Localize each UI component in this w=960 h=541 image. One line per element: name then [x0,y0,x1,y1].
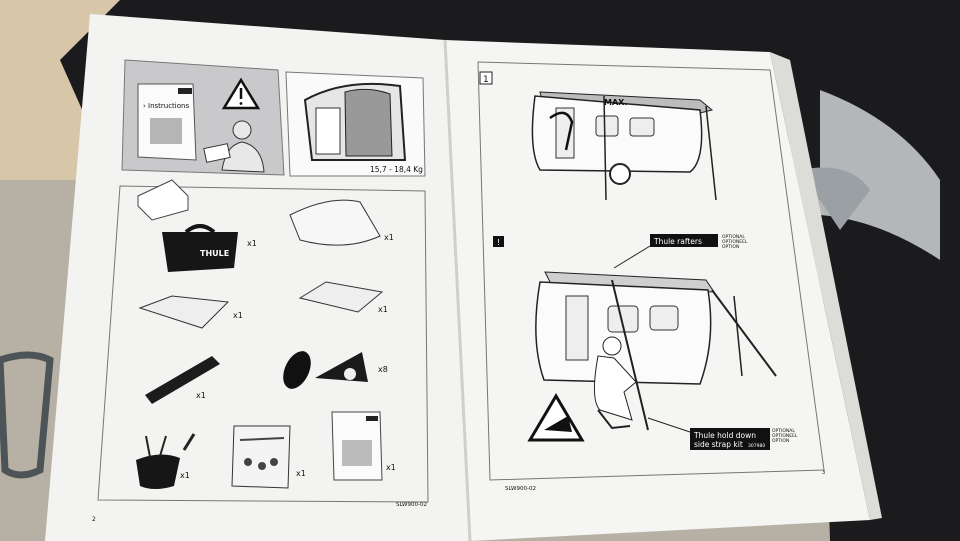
holddown-code: 307980 [748,443,765,449]
step-number: 1 [483,75,489,85]
hardware-part-3 [270,458,278,466]
left-page-number: 2 [92,516,96,523]
carry-bag-qty: x1 [247,239,257,248]
side-panel-qty: x1 [233,311,243,320]
rafters-leader [613,245,651,269]
step-number-box [479,71,493,85]
strap-loop [0,351,54,479]
caravan-door-top [555,107,575,159]
holddown-optional-fr: OPTION [772,438,789,444]
contents-panel [97,185,429,503]
clips-qty: x8 [378,365,388,374]
person-body [594,355,637,421]
holddown-optional-nl: OPTIONEEL [772,433,798,439]
caution-sign-symbol [544,416,572,432]
hardware-kit-qty: x1 [296,469,306,478]
holddown-label-box [690,428,770,450]
grey-fabric [820,90,940,260]
reading-person-head [232,120,252,140]
left-footer-code: SLW900-02 [396,502,427,508]
awning-weight: 15,7 - 18,4 Kg [370,165,423,174]
rafters-label-box [650,234,718,247]
note-icon-glyph: ! [497,238,500,247]
awning-door [344,88,393,157]
strap-illustration [145,356,220,404]
peg-2 [159,435,167,457]
manual-title: Instructions [148,102,189,110]
front-panel-qty: x1 [378,305,388,314]
peg-bag-illustration [136,454,180,489]
pole-4 [611,279,649,431]
peg-hook [182,433,196,451]
carry-bag-handle [184,224,216,234]
holddown-leader [647,417,691,433]
reading-book-icon [203,143,231,163]
manual-title-prefix: › [143,102,146,110]
caravan-window-1 [595,115,619,137]
manual-photo-small [342,440,372,466]
peg-1 [145,435,151,458]
hardware-kit-illustration [231,425,291,489]
right-footer-code: SLW900-02 [505,486,536,492]
front-panel-illustration [298,281,384,313]
note-icon [493,236,504,247]
pole-1 [603,95,607,201]
box-icon [137,179,189,221]
right-page-number: 3 [822,470,825,476]
max-label: MAX. [604,98,627,107]
hardware-part-2 [258,462,266,470]
person-legs [597,409,631,430]
manual-qty: x1 [386,463,396,472]
bag-brand-text: THULE [200,249,229,258]
rafters-optional-fr: OPTION [722,244,739,250]
rolled-awning-illustration [289,199,381,246]
caravan-door-bottom [565,295,589,361]
awning-window [315,107,341,155]
direction-arrow-icon [549,111,574,151]
pole-3 [733,295,743,377]
person-head [602,336,622,356]
page-stack-edge [770,52,882,520]
manual-brand-tag [178,88,192,94]
caravan-window-2 [629,117,655,137]
rolled-awning-qty: x1 [384,233,394,242]
caravan-window-3 [607,305,639,333]
rafters-optional-en: OPTIONAL [722,234,745,240]
holddown-optional-en: OPTIONAL [772,428,795,434]
step-frame [477,61,825,481]
hardware-part-1 [244,458,252,466]
holddown-label-line1: Thule hold down [693,431,756,440]
rafters-optional-nl: OPTIONEEL [722,239,748,245]
side-panel-illustration [138,295,230,329]
clip-illustration [283,351,311,389]
rafter-diagonal [711,289,777,377]
rafters-label: Thule rafters [653,237,702,246]
manual-cover-photo [150,118,182,144]
holddown-label-line2: side strap kit [694,440,743,449]
peg-bag-qty: x1 [180,471,190,480]
warning-dot [239,102,243,105]
caravan-wheel-top [609,163,631,185]
manual-brand-tag-small [366,416,378,421]
corner-piece-hole [344,368,356,380]
fabric-fold [800,167,870,230]
carry-bag-illustration [162,232,238,272]
pole-2 [705,105,717,201]
caravan-window-4 [649,305,679,331]
spine [443,39,472,541]
hardware-rod [239,437,285,441]
strap-qty: x1 [196,391,206,400]
